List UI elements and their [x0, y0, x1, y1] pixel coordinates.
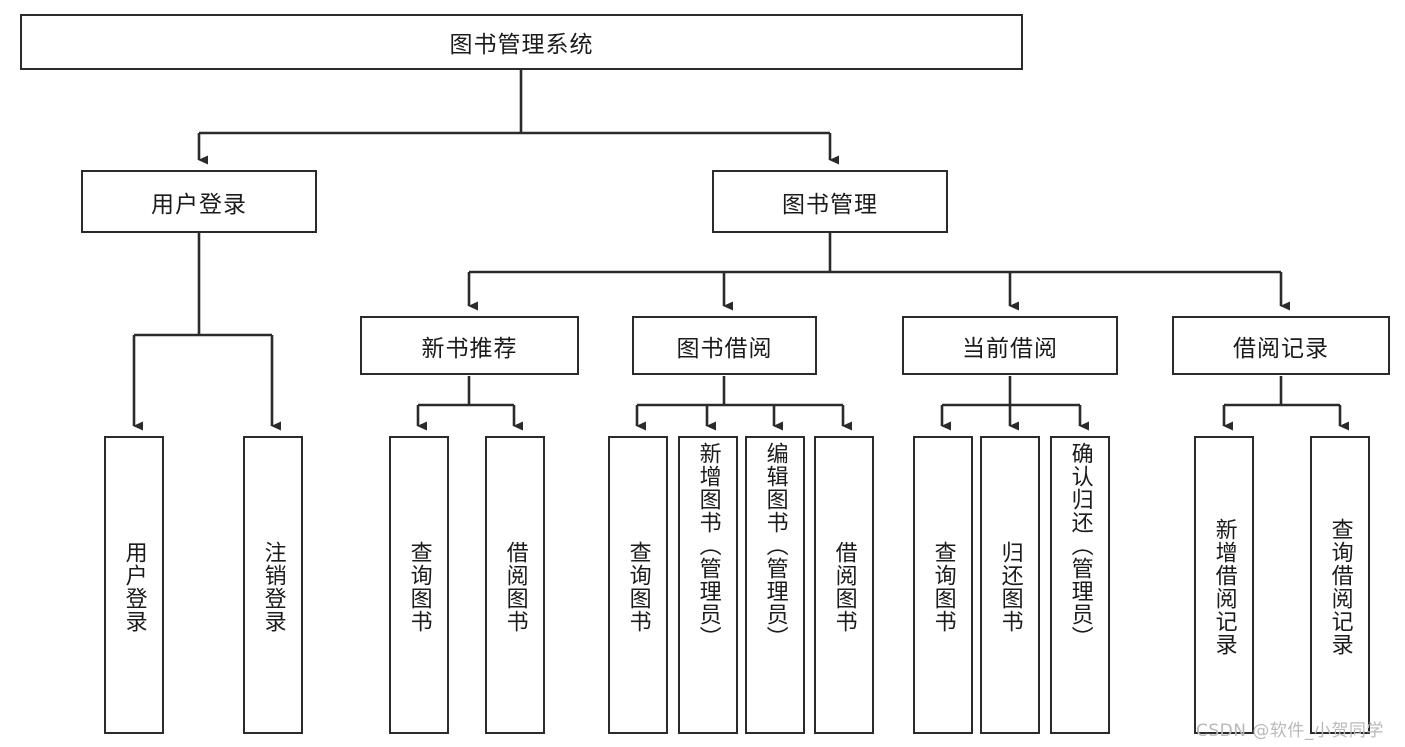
node-book-manage[interactable]: 图书管理	[712, 170, 948, 233]
node-book-borrow-label: 图书借阅	[676, 335, 773, 362]
node-leaf-query-book-3-label: 查询图书	[930, 541, 956, 633]
node-leaf-user-login[interactable]: 用户登录	[104, 436, 164, 734]
node-leaf-confirm-return-admin-label: 确认归还（管理员）	[1067, 442, 1093, 649]
node-leaf-user-login-label: 用户登录	[121, 541, 147, 633]
node-current-borrow-label: 当前借阅	[962, 335, 1058, 362]
node-root-label: 图书管理系统	[449, 32, 594, 58]
node-leaf-return-book-label: 归还图书	[997, 541, 1023, 633]
node-current-borrow[interactable]: 当前借阅	[902, 316, 1118, 375]
node-borrow-record-label: 借阅记录	[1233, 335, 1329, 362]
node-user-login-label: 用户登录	[151, 191, 247, 218]
node-leaf-add-book-admin[interactable]: 新增图书（管理员）	[678, 436, 738, 734]
node-leaf-borrow-book-2[interactable]: 借阅图书	[814, 436, 874, 734]
node-leaf-add-borrow-record[interactable]: 新增借阅记录	[1194, 436, 1254, 734]
node-leaf-confirm-return-admin[interactable]: 确认归还（管理员）	[1050, 436, 1110, 734]
node-leaf-query-book-1[interactable]: 查询图书	[389, 436, 449, 734]
node-leaf-edit-book-admin[interactable]: 编辑图书（管理员）	[745, 436, 805, 734]
node-leaf-query-book-2-label: 查询图书	[625, 541, 651, 633]
node-leaf-borrow-book-1[interactable]: 借阅图书	[485, 436, 545, 734]
node-leaf-query-borrow-record[interactable]: 查询借阅记录	[1310, 436, 1370, 734]
node-leaf-logout-login[interactable]: 注销登录	[243, 436, 303, 734]
node-root[interactable]: 图书管理系统	[20, 14, 1023, 70]
node-leaf-borrow-book-1-label: 借阅图书	[502, 541, 528, 633]
node-leaf-return-book[interactable]: 归还图书	[980, 436, 1040, 734]
node-new-book-recommend[interactable]: 新书推荐	[360, 316, 579, 375]
node-book-borrow[interactable]: 图书借阅	[632, 316, 817, 375]
node-leaf-query-borrow-record-label: 查询借阅记录	[1327, 518, 1353, 656]
node-leaf-borrow-book-2-label: 借阅图书	[831, 541, 857, 633]
node-leaf-query-book-2[interactable]: 查询图书	[608, 436, 668, 734]
node-new-book-recommend-label: 新书推荐	[421, 335, 518, 362]
node-book-manage-label: 图书管理	[782, 191, 878, 218]
node-borrow-record[interactable]: 借阅记录	[1172, 316, 1390, 375]
node-leaf-add-book-admin-label: 新增图书（管理员）	[695, 442, 721, 649]
node-leaf-edit-book-admin-label: 编辑图书（管理员）	[762, 442, 788, 649]
node-leaf-logout-login-label: 注销登录	[260, 541, 286, 633]
node-user-login[interactable]: 用户登录	[81, 170, 317, 233]
node-leaf-add-borrow-record-label: 新增借阅记录	[1211, 518, 1237, 656]
node-leaf-query-book-1-label: 查询图书	[406, 541, 432, 633]
node-leaf-query-book-3[interactable]: 查询图书	[913, 436, 973, 734]
